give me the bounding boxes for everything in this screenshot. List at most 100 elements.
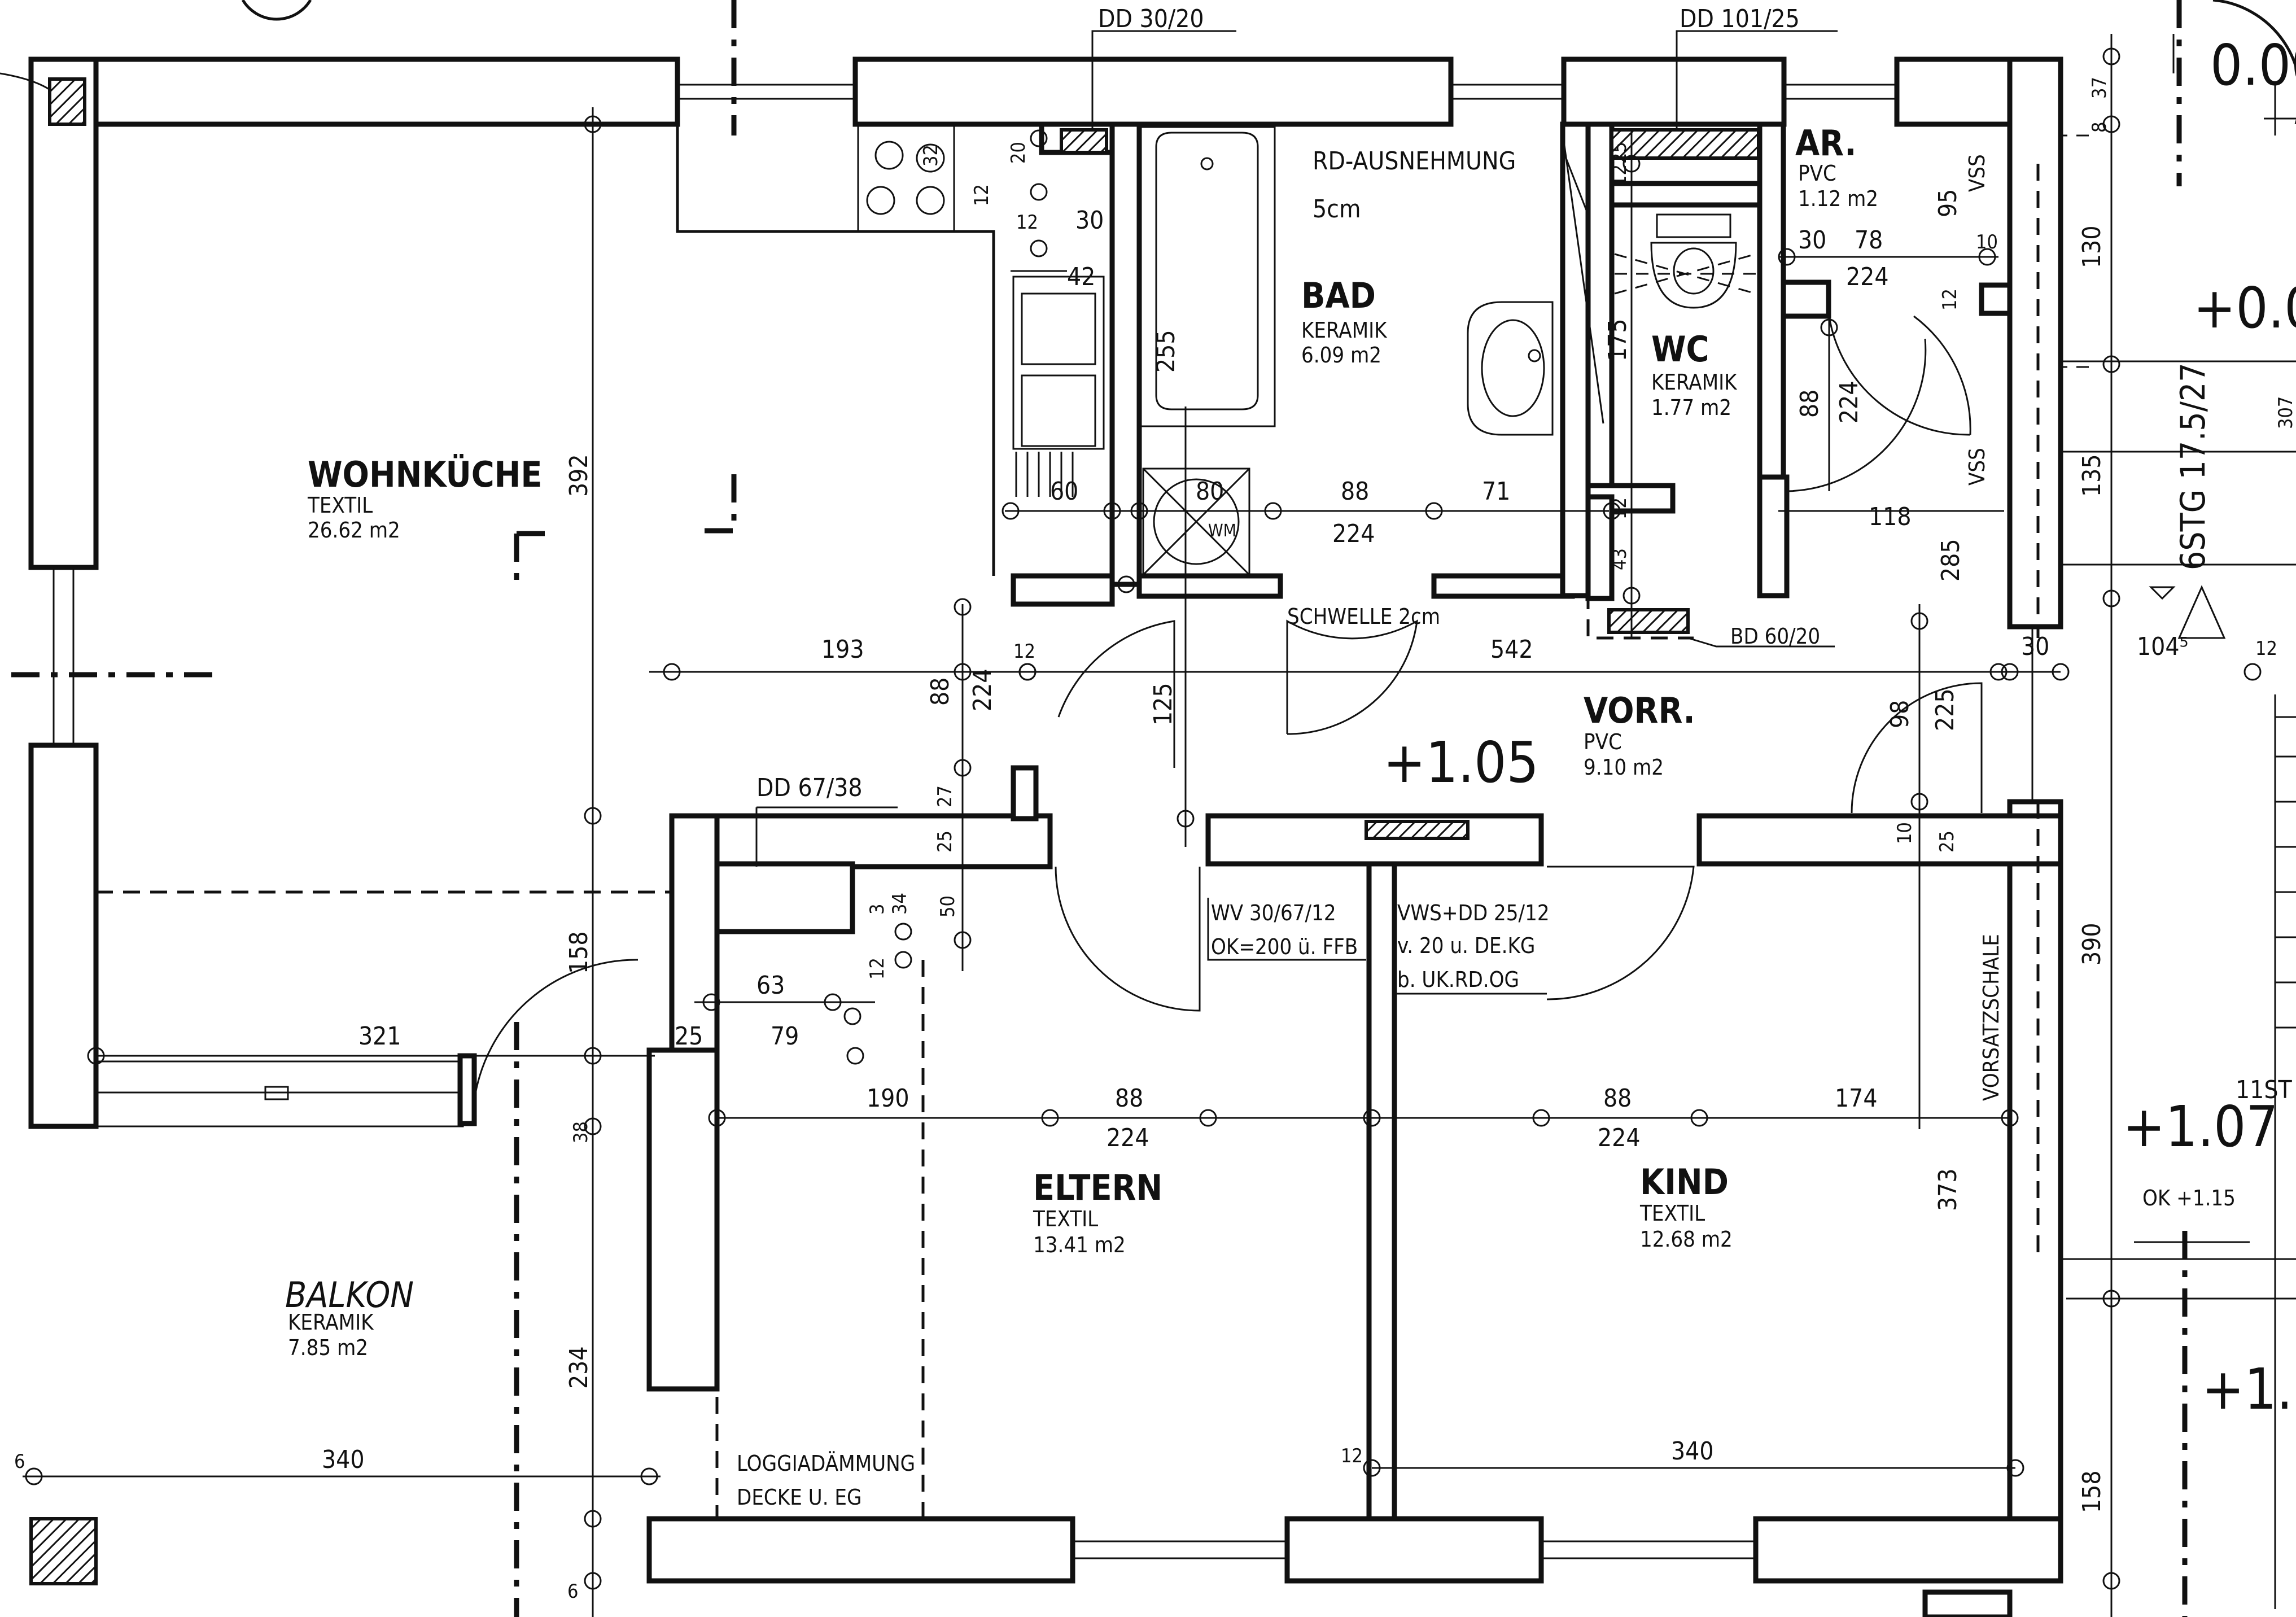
dim-25: 25 [1936, 831, 1958, 853]
dim-10: 10 [1976, 231, 1998, 254]
room-floor: TEXTIL [1033, 1207, 1098, 1231]
level-main: +1.05 [1383, 729, 1539, 796]
dim-174: 174 [1835, 1084, 1878, 1113]
dim-224: 224 [1846, 263, 1889, 291]
dim-32: 32 [920, 145, 942, 167]
leader-lines [0, 30, 2296, 1609]
room-kind: KIND TEXTIL 12.68 m2 [1639, 1161, 1733, 1252]
dim-10: 10 [1893, 822, 1916, 844]
dim-307: 307 [2275, 396, 2296, 429]
annotations: DD 30/20 DD 101/25 RD-AUSNEHMUNG 5cm SCH… [737, 5, 2292, 1510]
note-vss-1: VSS [1965, 154, 1989, 192]
door-swings [473, 315, 1983, 1124]
kitchen-fixtures [676, 123, 1105, 576]
level-right-upper: +0.02 [2193, 275, 2296, 341]
room-name: KIND [1640, 1161, 1729, 1203]
room-name: AR. [1795, 123, 1856, 164]
note-loggia-2: DECKE U. EG [737, 1485, 862, 1510]
dim-130: 130 [2078, 225, 2106, 268]
dim-30: 30 [2021, 632, 2049, 661]
level-right-lower: +1.05 [2202, 1356, 2296, 1422]
dim-12: 12 [1608, 164, 1631, 186]
shaft-bd-60-20 [1607, 608, 1690, 634]
dim-340: 340 [1671, 1437, 1714, 1466]
room-name: WC [1651, 329, 1709, 370]
dim-88: 88 [1115, 1084, 1143, 1113]
dim-135: 135 [2078, 454, 2106, 497]
axis-lines [11, 0, 2188, 1617]
room-floor: KERAMIK [288, 1310, 374, 1335]
dim-43: 43 [1608, 548, 1631, 570]
room-name: ELTERN [1033, 1167, 1162, 1208]
room-ar: AR. PVC 1.12 m2 [1795, 123, 1878, 211]
level-markers: +1.05 0.00 +0.02 +1.07 +1.05 [1383, 32, 2296, 1422]
note-wv-1: WV 30/67/12 [1211, 901, 1336, 925]
dim-193: 193 [821, 635, 864, 664]
dim-8: 8 [2088, 122, 2111, 133]
room-area: 1.12 m2 [1798, 186, 1878, 211]
room-area: 13.41 m2 [1033, 1233, 1126, 1257]
room-balkon: BALKON KERAMIK 7.85 m2 [285, 1274, 414, 1360]
dim-88: 88 [1603, 1084, 1632, 1113]
dim-392: 392 [565, 454, 593, 497]
level-top-right: 0.00 [2210, 32, 2296, 98]
dim-158: 158 [565, 931, 593, 974]
dim-340: 340 [322, 1445, 365, 1474]
dim-321: 321 [358, 1022, 401, 1051]
room-area: 12.68 m2 [1640, 1227, 1733, 1252]
dim-34: 34 [889, 893, 911, 915]
dim-20: 20 [1007, 142, 1030, 164]
room-bad: BAD KERAMIK 6.09 m2 [1301, 275, 1388, 368]
level-right-middle: +1.07 [2123, 1094, 2278, 1160]
room-floor: TEXTIL [307, 493, 373, 518]
room-wohnkueche: WOHNKÜCHE TEXTIL 26.62 m2 [307, 454, 542, 543]
dim-88: 88 [1795, 390, 1824, 418]
dim-80: 80 [1196, 477, 1224, 506]
dim-12: 12 [866, 958, 889, 980]
shaft-dd-101-25 [1610, 128, 1760, 160]
room-wc: WC KERAMIK 1.77 m2 [1651, 329, 1738, 420]
wc-fixtures [1614, 213, 1756, 309]
windows [53, 84, 2033, 1559]
dim-224: 224 [1332, 519, 1375, 548]
dim-224: 224 [1835, 381, 1864, 423]
shaft-vws [1365, 820, 1470, 840]
dim-25: 25 [1608, 142, 1631, 164]
note-loggia-1: LOGGIADÄMMUNG [737, 1451, 915, 1476]
note-schwelle: SCHWELLE 2cm [1287, 604, 1440, 629]
dim-104: 104⁵ [2137, 632, 2188, 661]
room-area: 6.09 m2 [1301, 343, 1381, 368]
room-floor: TEXTIL [1639, 1201, 1705, 1226]
dimension-lines [23, 34, 2262, 1617]
dim-224: 224 [1107, 1124, 1149, 1152]
dim-42: 42 [1067, 263, 1095, 291]
dim-224: 224 [1598, 1124, 1641, 1152]
room-floor: PVC [1584, 729, 1622, 754]
note-ok-115: OK +1.15 [2142, 1186, 2236, 1210]
column-top-left [48, 77, 86, 126]
dim-88: 88 [1341, 477, 1369, 506]
shaft-dd-30-20 [1060, 128, 1108, 154]
dim-190: 190 [867, 1084, 909, 1113]
dim-255: 255 [1152, 330, 1180, 373]
dim-6: 6 [567, 1580, 578, 1603]
note-wv-2: OK=200 ü. FFB [1211, 934, 1358, 959]
room-area: 1.77 m2 [1651, 395, 1731, 420]
note-dd-67-38: DD 67/38 [756, 773, 863, 802]
dim-71: 71 [1482, 477, 1510, 506]
dim-38: 38 [570, 1121, 592, 1143]
section-marker [241, 0, 312, 21]
room-floor: KERAMIK [1651, 370, 1738, 395]
note-rd-ausnehmung: RD-AUSNEHMUNG [1313, 147, 1516, 176]
dim-88: 88 [926, 678, 955, 706]
note-vss-2: VSS [1965, 448, 1989, 486]
dim-98: 98 [1886, 700, 1914, 728]
note-rd-5cm: 5cm [1313, 195, 1361, 224]
dim-12: 12 [2255, 637, 2277, 660]
dimension-labels: 193 12 88 224 125 542 98 225 30 104⁵ 12 … [14, 77, 2296, 1603]
dim-25: 25 [675, 1022, 703, 1051]
note-vws-1: VWS+DD 25/12 [1397, 901, 1550, 925]
room-area: 7.85 m2 [288, 1335, 368, 1360]
note-stair-11: 11ST [2236, 1076, 2292, 1104]
